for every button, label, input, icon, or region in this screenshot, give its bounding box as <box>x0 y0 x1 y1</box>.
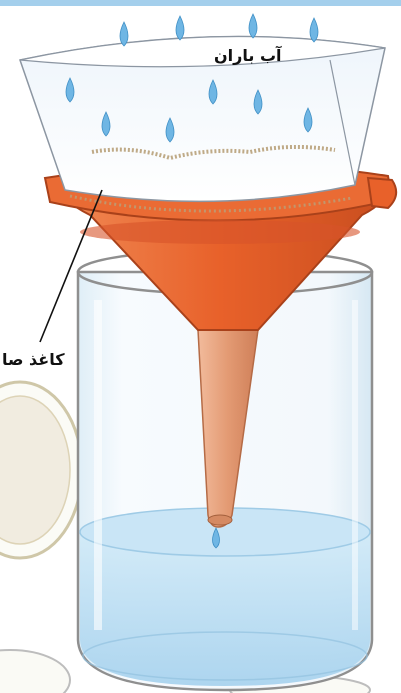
filter-paper <box>20 36 385 211</box>
top-border-strip <box>0 0 401 6</box>
water-drop-icon <box>120 22 128 46</box>
water-drop-icon <box>176 16 184 40</box>
petri-dish-bottom-left <box>0 650 70 693</box>
filter-paper-label: کاغذ صا <box>2 350 65 369</box>
water-drop-icon <box>249 14 257 38</box>
petri-dish-left <box>0 382 82 558</box>
rain-water-label: آب باران <box>214 46 282 65</box>
water-drop-icon <box>310 18 318 42</box>
